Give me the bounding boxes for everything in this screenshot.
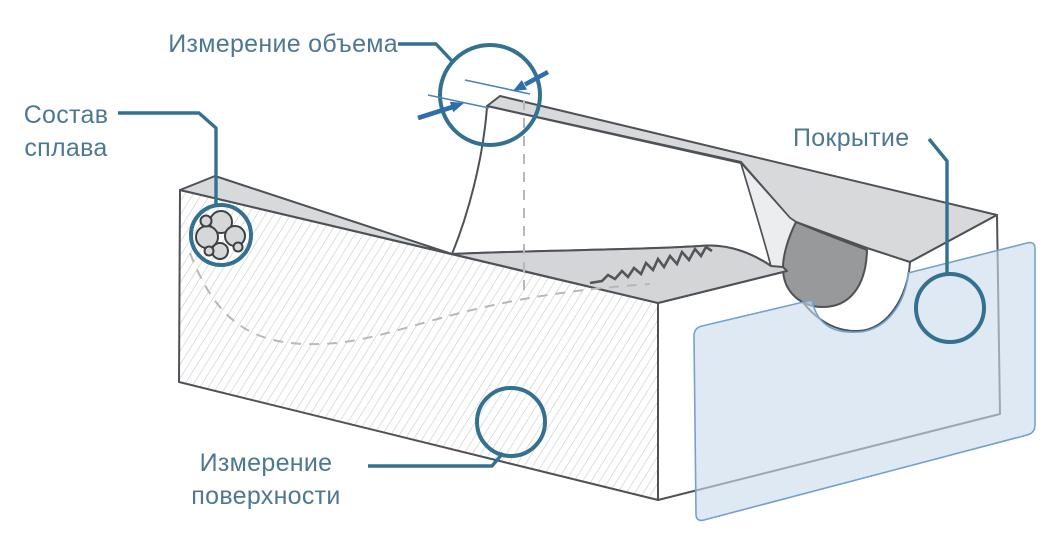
- surface-callout-circle: [475, 386, 547, 458]
- crack-line: [589, 245, 713, 285]
- thickness-arrow-lower-shaft: [417, 104, 454, 121]
- surface-measurement-label: Измерение поверхности: [191, 449, 341, 510]
- wall-thickness-line-inner: [427, 94, 490, 109]
- hidden-bore-dashed-arc: [189, 252, 651, 346]
- surface-connector-line: [368, 451, 505, 468]
- alloy-composition-label: Состав сплава: [23, 101, 109, 162]
- coating-callout-circle: [914, 272, 986, 344]
- thickness-arrow-lower-head-icon: [449, 101, 464, 113]
- top-left-wedge-face: [179, 175, 453, 255]
- volume-connector-line: [398, 42, 454, 63]
- coating-connector-line: [927, 137, 949, 274]
- coating-cross-section: [782, 221, 868, 308]
- volume-measurement-label: Измерение объема: [168, 30, 398, 58]
- thickness-arrow-upper-head-icon: [513, 80, 527, 91]
- alloy-callout-circle: [189, 203, 253, 267]
- callouts: [118, 42, 986, 468]
- coating-label: Покрытие: [793, 124, 910, 152]
- volume-callout-circle: [438, 43, 542, 147]
- thickness-arrow-upper-shaft: [523, 69, 550, 87]
- coating-overlay-panel: [693, 241, 1036, 522]
- wall-thickness-line-outer: [464, 79, 531, 95]
- alloy-connector-line: [118, 111, 218, 206]
- alloy-grain-particles-icon: [195, 210, 246, 260]
